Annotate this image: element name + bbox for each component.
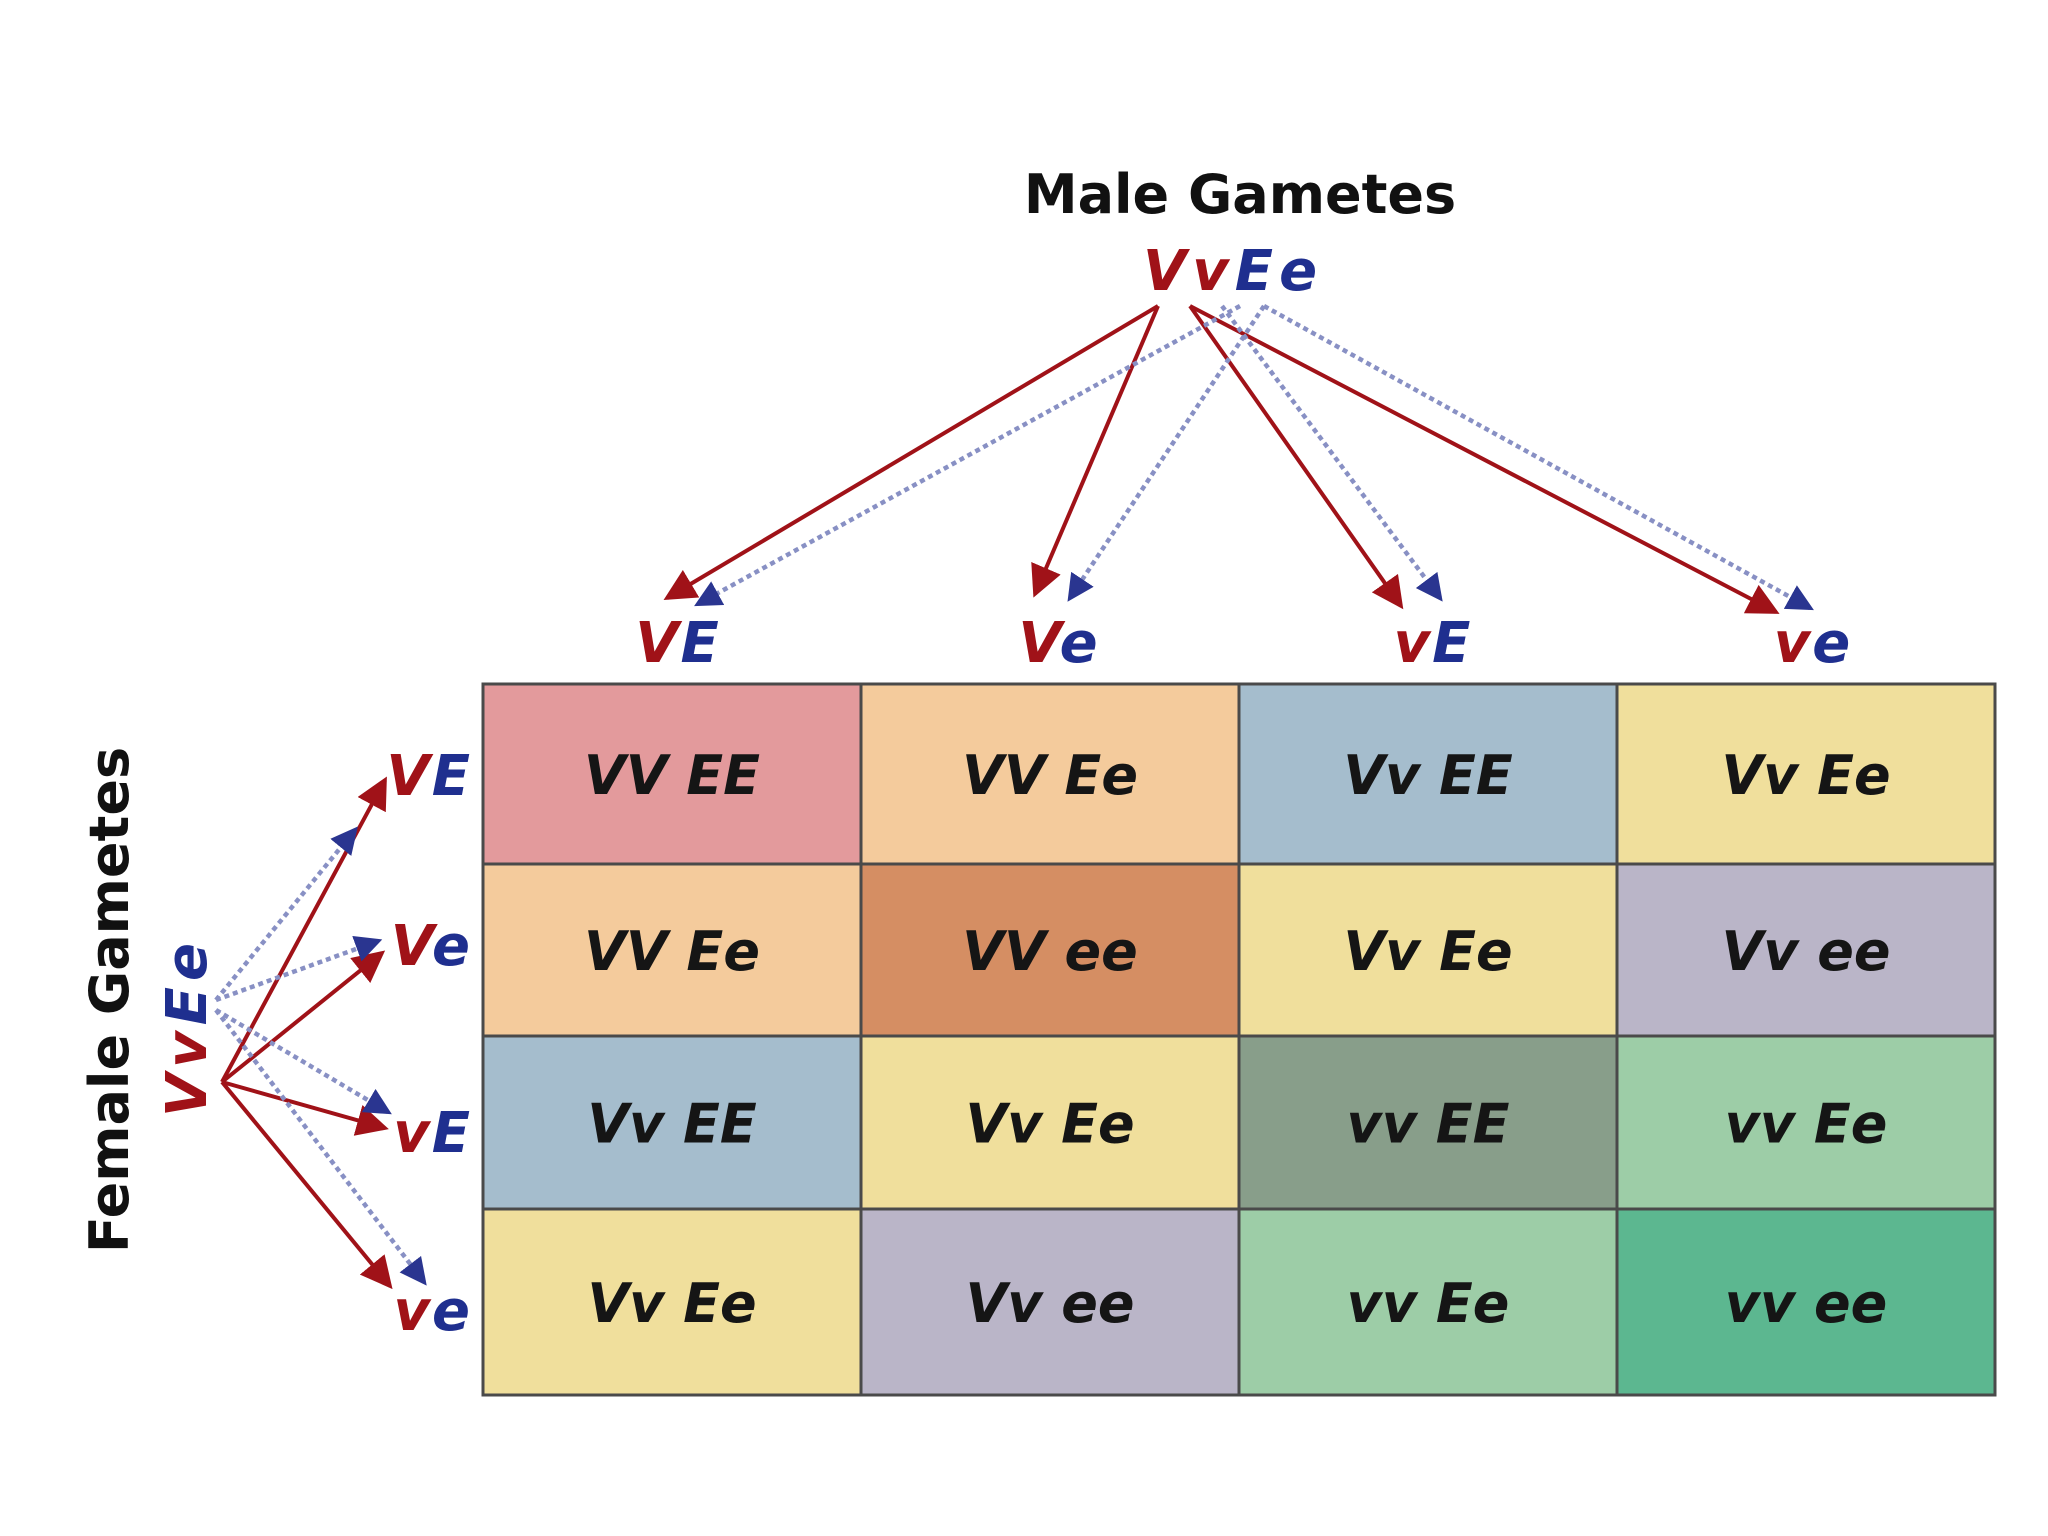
female-gamete-label: VE xyxy=(386,744,470,809)
male-gamete-label: vE xyxy=(1394,611,1471,676)
red-allele-arrow xyxy=(1031,305,1160,598)
offspring-genotype: vv ee xyxy=(1725,1272,1887,1335)
punnett-cell xyxy=(1615,862,1997,1038)
offspring-genotype: vv Ee xyxy=(1725,1093,1888,1156)
allele-letter: v xyxy=(1774,611,1812,676)
red-allele-arrow xyxy=(663,304,1160,601)
offspring-genotype: Vv Ee xyxy=(1343,920,1512,983)
offspring-genotype: Vv Ee xyxy=(965,1093,1134,1156)
red-allele-arrow xyxy=(220,950,386,1084)
punnett-cell xyxy=(859,1207,1241,1397)
allele-letter: V xyxy=(386,744,434,809)
female-parent-genotype: VvEe xyxy=(155,943,220,1117)
punnett-cell xyxy=(481,1034,863,1211)
offspring-genotype: vv Ee xyxy=(1347,1272,1510,1335)
red-allele-arrow xyxy=(1188,304,1404,610)
allele-letter: v xyxy=(1192,239,1230,304)
female-gamete-label: ve xyxy=(394,1279,471,1344)
offspring-genotype: VV Ee xyxy=(584,920,760,983)
female-gamete-arrows xyxy=(214,776,427,1290)
male-gamete-label: ve xyxy=(1774,611,1851,676)
allele-letter: v xyxy=(393,1101,431,1166)
allele-letter: e xyxy=(432,1279,470,1344)
blue-allele-arrow xyxy=(214,826,358,1002)
allele-letter: V xyxy=(1143,239,1191,304)
allele-letter: e xyxy=(1279,239,1317,304)
offspring-genotype: Vv Ee xyxy=(1721,744,1890,807)
punnett-cell xyxy=(1615,1207,1997,1397)
blue-allele-arrow xyxy=(694,304,1242,607)
allele-letter: E xyxy=(1432,611,1470,676)
offspring-genotype: VV EE xyxy=(584,744,760,807)
offspring-genotype: Vv EE xyxy=(1343,744,1513,807)
punnett-cell xyxy=(481,1207,863,1397)
male-gamete-label: VE xyxy=(635,611,719,676)
offspring-genotype: VV Ee xyxy=(962,744,1138,807)
blue-allele-arrow xyxy=(1262,304,1814,611)
allele-letter: E xyxy=(432,1101,470,1166)
punnett-cell xyxy=(859,862,1241,1038)
blue-allele-arrow xyxy=(214,1008,392,1115)
allele-letter: E xyxy=(432,744,470,809)
blue-allele-arrow xyxy=(215,936,383,1003)
male-gamete-arrows xyxy=(663,304,1814,614)
allele-letter: v xyxy=(155,1030,220,1068)
male-gametes-title: Male Gametes xyxy=(1024,163,1456,226)
offspring-genotype: vv EE xyxy=(1347,1093,1510,1156)
punnett-cell xyxy=(1237,862,1619,1038)
male-gamete-label: Ve xyxy=(1018,611,1097,676)
offspring-genotype: VV ee xyxy=(962,920,1138,983)
red-allele-arrow xyxy=(1189,304,1780,614)
allele-letter: e xyxy=(1812,611,1850,676)
punnett-cell xyxy=(859,1034,1241,1211)
allele-letter: e xyxy=(432,914,470,979)
blue-allele-arrow xyxy=(1220,304,1443,602)
red-allele-arrow xyxy=(221,1080,389,1136)
female-gamete-label: Ve xyxy=(391,914,470,979)
allele-letter: E xyxy=(681,611,719,676)
female-gamete-label: vE xyxy=(393,1101,470,1166)
female-gametes-title: Female Gametes xyxy=(78,747,141,1253)
allele-letter: v xyxy=(1394,611,1432,676)
punnett-grid: VV EE VV Ee Vv EE Vv Ee VV Ee VV ee Vv Ee Vv ee… xyxy=(481,682,1997,1397)
punnett-cell xyxy=(1237,1207,1619,1397)
red-allele-arrow xyxy=(220,776,387,1083)
allele-letter: V xyxy=(635,611,683,676)
allele-letter: V xyxy=(155,1069,220,1117)
blue-allele-arrow xyxy=(1067,304,1266,602)
allele-letter: v xyxy=(394,1279,432,1344)
offspring-genotype: Vv Ee xyxy=(587,1272,756,1335)
offspring-genotype: Vv EE xyxy=(587,1093,757,1156)
red-allele-arrow xyxy=(220,1080,393,1290)
allele-letter: e xyxy=(1060,611,1098,676)
offspring-genotype: Vv ee xyxy=(1721,920,1890,983)
allele-letter: e xyxy=(155,943,220,981)
allele-letter: E xyxy=(1235,239,1273,304)
punnett-cell xyxy=(1237,1034,1619,1211)
allele-letter: E xyxy=(155,987,220,1025)
offspring-genotype: Vv ee xyxy=(965,1272,1134,1335)
blue-allele-arrow xyxy=(214,1008,427,1286)
punnett-cell xyxy=(1615,1034,1997,1211)
female-gametes-header: Female Gametes VvEe xyxy=(78,747,220,1253)
